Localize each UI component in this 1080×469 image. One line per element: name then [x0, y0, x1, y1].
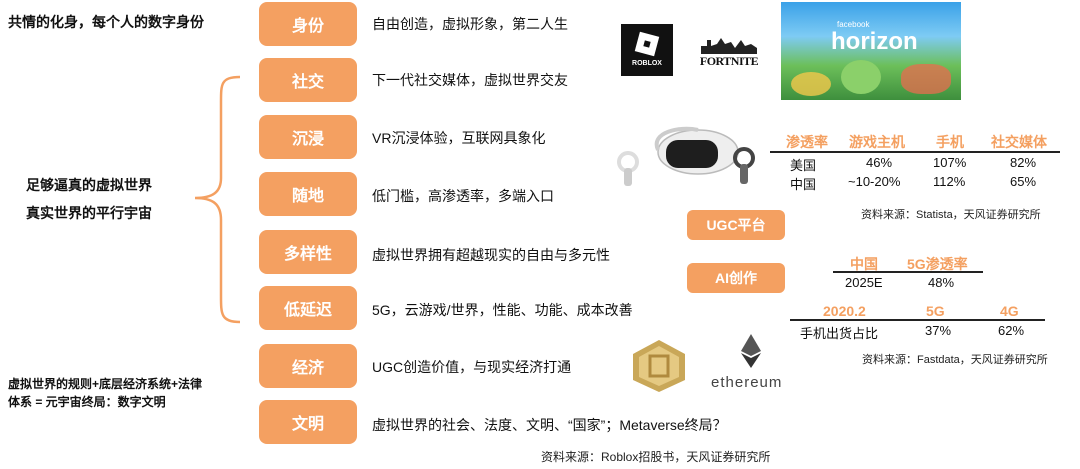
fortnite-wordmark: FORTNITE: [699, 53, 759, 68]
table3-source: 资料来源：Fastdata，天风证券研究所: [862, 354, 1048, 366]
pill-identity: 身份: [259, 2, 357, 46]
desc-economy: UGC创造价值，与现实经济打通: [372, 359, 572, 375]
table1-cell-1-3: 65%: [1010, 174, 1037, 189]
desc-immersion: VR沉浸体验，互联网具象化: [372, 130, 546, 146]
table2-rule: [833, 271, 983, 273]
footer-source: 资料来源：Roblox招股书，天风证券研究所: [541, 450, 771, 464]
digital-civilization-heading-line2: 体系 = 元宇宙终局：数字文明: [8, 395, 166, 409]
pill-immersion: 沉浸: [259, 115, 357, 159]
desc-identity: 自由创造，虚拟形象，第二人生: [372, 16, 568, 32]
horizon-image: facebook horizon: [781, 2, 961, 100]
pill-social: 社交: [259, 58, 357, 102]
table3-rule: [790, 319, 1045, 321]
table3-cell-0-1: 37%: [925, 323, 952, 338]
table2-header-0: 中国: [850, 256, 878, 272]
pill-diversity: 多样性: [259, 230, 357, 274]
desc-anywhere: 低门槛，高渗透率，多端入口: [372, 188, 554, 204]
roblox-icon: [634, 31, 660, 56]
vr-headset-image: [617, 126, 755, 186]
pill-economy: 经济: [259, 344, 357, 388]
curly-bracket: [194, 75, 241, 324]
horizon-wordmark: horizon: [831, 28, 918, 55]
table1-source: 资料来源：Statista，天风证券研究所: [861, 209, 1041, 221]
tag-ai-creation: AI创作: [687, 263, 785, 293]
table2-header-1: 5G渗透率: [907, 256, 968, 272]
realistic-world-heading-line1: 足够逼真的虚拟世界: [26, 177, 152, 193]
roblox-logo: ROBLOX: [621, 24, 673, 76]
table2-cell-0-1: 48%: [928, 275, 955, 290]
table1-cell-0-0: 美国: [790, 158, 817, 173]
table1-header-0: 渗透率: [786, 134, 828, 150]
realistic-world-heading-line2: 真实世界的平行宇宙: [26, 205, 152, 221]
desc-low-latency: 5G，云游戏/世界，性能、功能、成本改善: [372, 302, 633, 318]
pill-civilization: 文明: [259, 400, 357, 444]
table1-header-1: 游戏主机: [849, 134, 905, 150]
table3-header-2: 4G: [1000, 303, 1019, 319]
horizon-facebook-text: facebook: [837, 20, 870, 29]
table3-cell-0-2: 62%: [998, 323, 1025, 338]
table1-cell-0-3: 82%: [1010, 155, 1037, 170]
tag-ugc-platform: UGC平台: [687, 210, 785, 240]
table1-rule: [770, 151, 1060, 153]
desc-civilization: 虚拟世界的社会、法度、文明、“国家”；Metaverse终局？: [372, 417, 727, 433]
roblox-wordmark: ROBLOX: [632, 59, 662, 67]
table1-cell-1-2: 112%: [933, 174, 966, 189]
ethereum-icon: [741, 334, 761, 368]
table1-header-3: 社交媒体: [991, 134, 1047, 150]
desc-diversity: 虚拟世界拥有超越现实的自由与多元性: [372, 247, 610, 263]
table1-cell-0-2: 107%: [933, 155, 967, 170]
digital-civilization-heading-line1: 虚拟世界的规则+底层经济系统+法律: [8, 377, 203, 391]
fortnite-logo: FORTNITE: [696, 30, 762, 74]
table2-cell-0-0: 2025E: [845, 275, 883, 290]
fortnite-skyline-icon: [701, 37, 757, 54]
pill-low-latency: 低延迟: [259, 286, 357, 330]
ethereum-wordmark: ethereum: [711, 374, 783, 391]
identity-heading: 共情的化身，每个人的数字身份: [8, 14, 204, 30]
table1-header-2: 手机: [936, 134, 964, 150]
desc-social: 下一代社交媒体，虚拟世界交友: [372, 72, 568, 88]
table1-cell-1-1: ~10-20%: [848, 174, 901, 189]
table3-cell-0-0: 手机出货占比: [800, 326, 879, 341]
pill-anywhere: 随地: [259, 172, 357, 216]
table1-cell-0-1: 46%: [866, 155, 893, 170]
table3-header-1: 5G: [926, 303, 945, 319]
table1-cell-1-0: 中国: [790, 177, 817, 192]
robux-coin-icon: [633, 340, 685, 392]
table3-header-0: 2020.2: [823, 303, 866, 319]
